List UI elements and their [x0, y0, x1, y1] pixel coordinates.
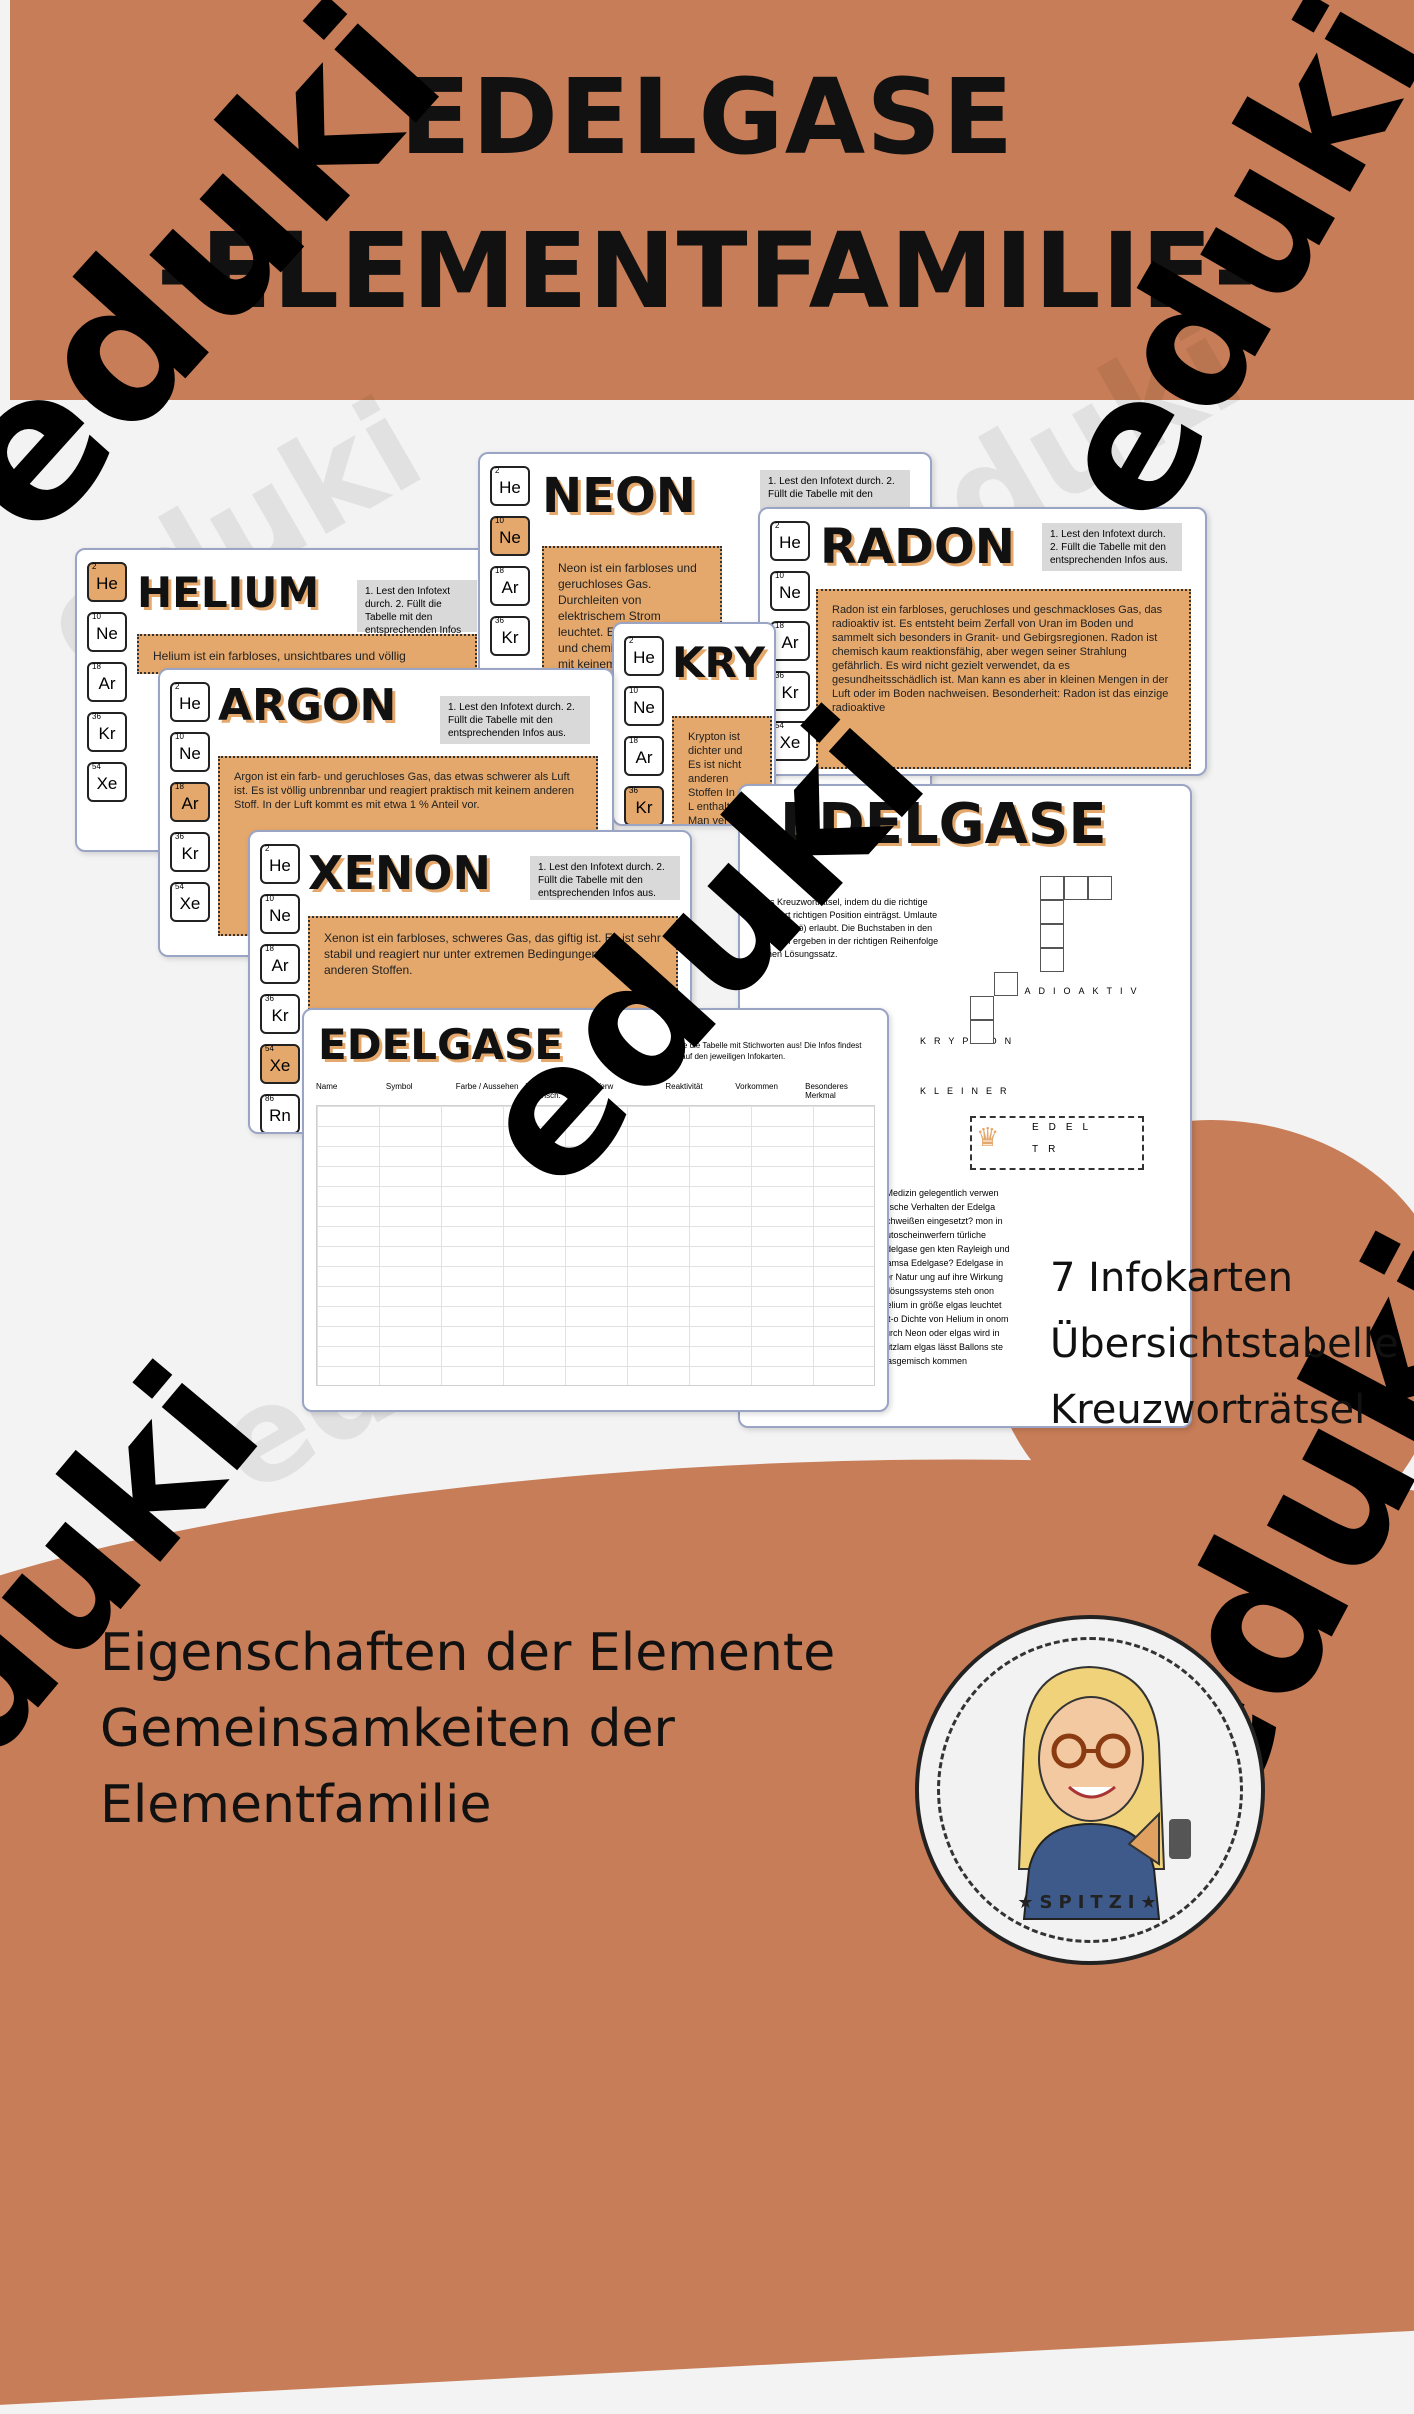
feature-item: 7 Infokarten [1050, 1255, 1293, 1301]
author-name: ★SPITZI★ [1017, 1892, 1163, 1913]
sheet-title: EDELGASE [780, 792, 1107, 857]
table-header: Verhalten Eigensch. [525, 1082, 561, 1100]
task-note: 1. Lest den Infotext durch. 2. Füllt die… [440, 696, 590, 744]
crossword-cell [1040, 924, 1064, 948]
table-header-row: Name Symbol Farbe / Aussehen Verhalten E… [316, 1082, 875, 1104]
crossword-cell [1040, 948, 1064, 972]
table-grid [316, 1105, 875, 1386]
task-note: 1. Lest den Infotext durch. 2. Füllt die… [530, 856, 680, 900]
avatar-illustration [1017, 1665, 1191, 1920]
feature-item: Eigenschaften der Elemente [100, 1623, 836, 1683]
card-title: XENON [308, 846, 491, 900]
task-text: Fülle die Tabelle mit Stichworten aus! D… [670, 1041, 862, 1061]
solution-box: ♛ EDEL TR [970, 1116, 1144, 1170]
crossword-cell [970, 1020, 994, 1044]
feature-item: Elementfamilie [100, 1775, 492, 1835]
crossword-cell [1064, 876, 1088, 900]
table-header: Verw [595, 1082, 614, 1091]
crossword-cell [994, 972, 1018, 996]
info-text: Radon ist ein farbloses, geruchloses und… [816, 589, 1191, 769]
crossword-word: KLEINER [920, 1086, 1015, 1096]
info-text: Xenon ist ein farbloses, schweres Gas, d… [308, 916, 678, 1026]
crossword-word: KRYPTON [920, 1036, 1019, 1046]
feature-list-bottom: Eigenschaften der Elemente Gemeinsamkeit… [100, 1615, 835, 1843]
feature-list-right: 7 Infokarten Übersichtstabelle Kreuzwort… [1050, 1245, 1399, 1443]
card-title: RADON [820, 519, 1015, 575]
overview-table-sheet: EDELGASE gabe Fülle die Tabelle mit Stic… [302, 1008, 889, 1412]
crossword-word: RADIOAKTIV [1010, 986, 1145, 996]
card-title: KRY [672, 638, 766, 687]
crossword-cell [1088, 876, 1112, 900]
card-title: NEON [542, 468, 696, 524]
task-note: 1. Lest den Infotext durch. 2. Füllt die… [1042, 523, 1182, 571]
card-title: HELIUM [137, 568, 320, 617]
task-note: 1. Lest den Infotext durch. 2. Füllt die… [760, 470, 910, 510]
card-title: ARGON [218, 680, 397, 731]
table-header: Reaktivität [665, 1082, 703, 1091]
page-title-line1: EDELGASE [399, 56, 1015, 178]
crossword-cell [970, 996, 994, 1020]
table-header: Besonderes Merkmal [805, 1082, 848, 1100]
page-title-line2: -ELEMENTFAMILIE- [156, 210, 1258, 332]
sheet-title: EDELGASE [318, 1020, 563, 1069]
crossword-cell [1040, 900, 1064, 924]
crown-icon: ♛ [976, 1122, 1000, 1152]
task-note: 1. Lest den Infotext durch. 2. Füllt die… [357, 580, 477, 649]
table-header: Symbol [385, 1082, 413, 1091]
table-header: Farbe / Aussehen [455, 1082, 519, 1091]
crossword-clues: r Medizin gelegentlich verwen mische Ver… [880, 1188, 1010, 1366]
feature-item: Übersichtstabelle [1050, 1321, 1399, 1367]
crossword-task: das Kreuzworträtsel, indem du die richti… [760, 897, 939, 959]
author-avatar: ★SPITZI★ [915, 1615, 1265, 1965]
crossword-cell [1040, 876, 1064, 900]
table-header: Vorkommen [735, 1082, 778, 1091]
header-band [10, 0, 1414, 400]
table-header: Name [316, 1082, 338, 1091]
feature-item: Gemeinsamkeiten der [100, 1699, 675, 1759]
task-label: gabe [684, 1024, 708, 1035]
feature-item: Kreuzworträtsel [1050, 1387, 1366, 1433]
